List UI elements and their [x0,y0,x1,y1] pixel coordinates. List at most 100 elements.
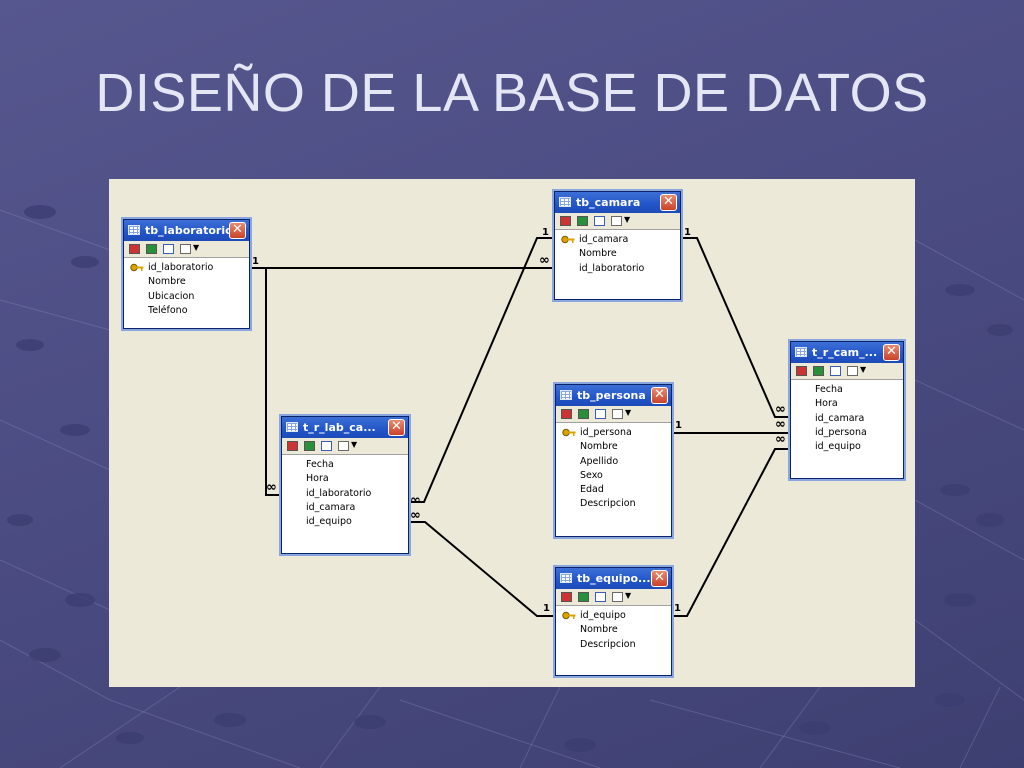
close-icon[interactable]: ✕ [388,419,405,436]
cardinality-one: 1 [675,420,682,431]
field-row[interactable]: Descripcion [556,497,671,511]
list-icon[interactable] [611,216,622,226]
field-name: id_camara [815,412,865,424]
close-icon[interactable]: ✕ [651,387,668,404]
field-row[interactable]: id_camara [555,233,680,247]
field-row[interactable]: Edad [556,483,671,497]
list-icon[interactable] [180,244,191,254]
table-title-bar[interactable]: tb_equipo... ✕ [556,568,671,589]
field-name: Descripcion [580,638,636,650]
table-icon[interactable] [796,366,807,376]
save-icon[interactable] [813,366,824,376]
field-row[interactable]: id_equipo [791,440,903,454]
field-name: Hora [815,398,838,410]
table-tb-laboratorio[interactable]: tb_laboratorio ✕ ▼ id_laboratorio Nombre… [123,219,250,329]
list-icon[interactable] [847,366,858,376]
field-row[interactable]: Ubicacion [124,290,249,304]
field-name: id_equipo [580,610,626,621]
field-row[interactable]: id_laboratorio [124,261,249,275]
table-title-bar[interactable]: tb_camara ✕ [555,192,680,213]
save-icon[interactable] [578,592,589,602]
field-row[interactable]: id_equipo [556,609,671,623]
relationship-icon[interactable] [321,441,332,451]
save-icon[interactable] [304,441,315,451]
field-name: Fecha [815,384,843,395]
chevron-down-icon[interactable]: ▼ [624,215,631,224]
field-row[interactable]: Teléfono [124,304,249,318]
rel-camara-cam [681,237,790,418]
cardinality-many: ∞ [539,253,550,268]
cardinality-many: ∞ [775,432,786,447]
table-toolbar: ▼ [124,241,249,258]
table-tb-camara[interactable]: tb_camara ✕ ▼ id_camara Nombre id_labora… [554,191,681,300]
table-tb-persona[interactable]: tb_persona ✕ ▼ id_persona Nombre Apellid… [555,384,672,537]
field-row[interactable]: id_camara [282,501,408,515]
table-icon [128,225,140,235]
field-name: id_persona [815,426,867,438]
chevron-down-icon[interactable]: ▼ [625,408,632,417]
relationship-icon[interactable] [595,409,606,419]
chevron-down-icon[interactable]: ▼ [351,440,358,449]
relationship-icon[interactable] [594,216,605,226]
list-icon[interactable] [338,441,349,451]
table-icon[interactable] [561,409,572,419]
table-t-r-cam[interactable]: t_r_cam_... ✕ ▼ Fecha Hora id_camara id_… [790,341,904,479]
field-row[interactable]: Hora [282,472,408,486]
relationship-icon[interactable] [595,592,606,602]
field-name: id_laboratorio [306,487,372,499]
relationship-lines [250,237,790,617]
table-toolbar: ▼ [791,363,903,380]
list-icon[interactable] [612,409,623,419]
field-row[interactable]: Hora [791,397,903,411]
close-icon[interactable]: ✕ [229,222,246,239]
cardinality-many: ∞ [410,508,421,523]
chevron-down-icon[interactable]: ▼ [193,243,200,252]
list-icon[interactable] [612,592,623,602]
field-row[interactable]: id_equipo [282,515,408,529]
table-icon[interactable] [129,244,140,254]
field-row[interactable]: Fecha [791,383,903,397]
field-name: Descripcion [580,498,636,510]
close-icon[interactable]: ✕ [883,344,900,361]
chevron-down-icon[interactable]: ▼ [625,591,632,600]
field-row[interactable]: Nombre [556,623,671,637]
field-row[interactable]: Nombre [556,440,671,454]
field-row[interactable]: id_persona [791,426,903,440]
field-row[interactable]: Descripcion [556,638,671,652]
relationship-icon[interactable] [830,366,841,376]
field-row[interactable]: Fecha [282,458,408,472]
save-icon[interactable] [578,409,589,419]
field-row[interactable]: Apellido [556,455,671,469]
close-icon[interactable]: ✕ [660,194,677,211]
field-name: id_persona [580,427,632,438]
field-row[interactable]: Sexo [556,469,671,483]
field-row[interactable]: id_persona [556,426,671,440]
close-icon[interactable]: ✕ [651,570,668,587]
cardinality-many: ∞ [266,480,277,495]
table-t-r-lab-ca[interactable]: t_r_lab_ca... ✕ ▼ Fecha Hora id_laborato… [281,416,409,554]
table-tb-equipo[interactable]: tb_equipo... ✕ ▼ id_equipo Nombre Descri… [555,567,672,676]
field-list: id_equipo Nombre Descripcion [556,606,671,652]
table-title-bar[interactable]: tb_persona ✕ [556,385,671,406]
table-icon[interactable] [560,216,571,226]
field-row[interactable]: id_laboratorio [555,262,680,276]
relationship-icon[interactable] [163,244,174,254]
field-row[interactable]: Nombre [555,247,680,261]
save-icon[interactable] [577,216,588,226]
table-title-bar[interactable]: tb_laboratorio ✕ [124,220,249,241]
field-row[interactable]: id_camara [791,412,903,426]
table-icon[interactable] [287,441,298,451]
table-name: t_r_cam_... [812,346,878,359]
table-icon[interactable] [561,592,572,602]
table-title-bar[interactable]: t_r_lab_ca... ✕ [282,417,408,438]
table-title-bar[interactable]: t_r_cam_... ✕ [791,342,903,363]
chevron-down-icon[interactable]: ▼ [860,365,867,374]
field-name: Nombre [579,248,617,260]
field-row[interactable]: Nombre [124,275,249,289]
save-icon[interactable] [146,244,157,254]
table-name: tb_camara [576,196,641,209]
field-name: Edad [580,484,604,496]
field-row[interactable]: id_laboratorio [282,487,408,501]
key-icon [561,235,575,244]
